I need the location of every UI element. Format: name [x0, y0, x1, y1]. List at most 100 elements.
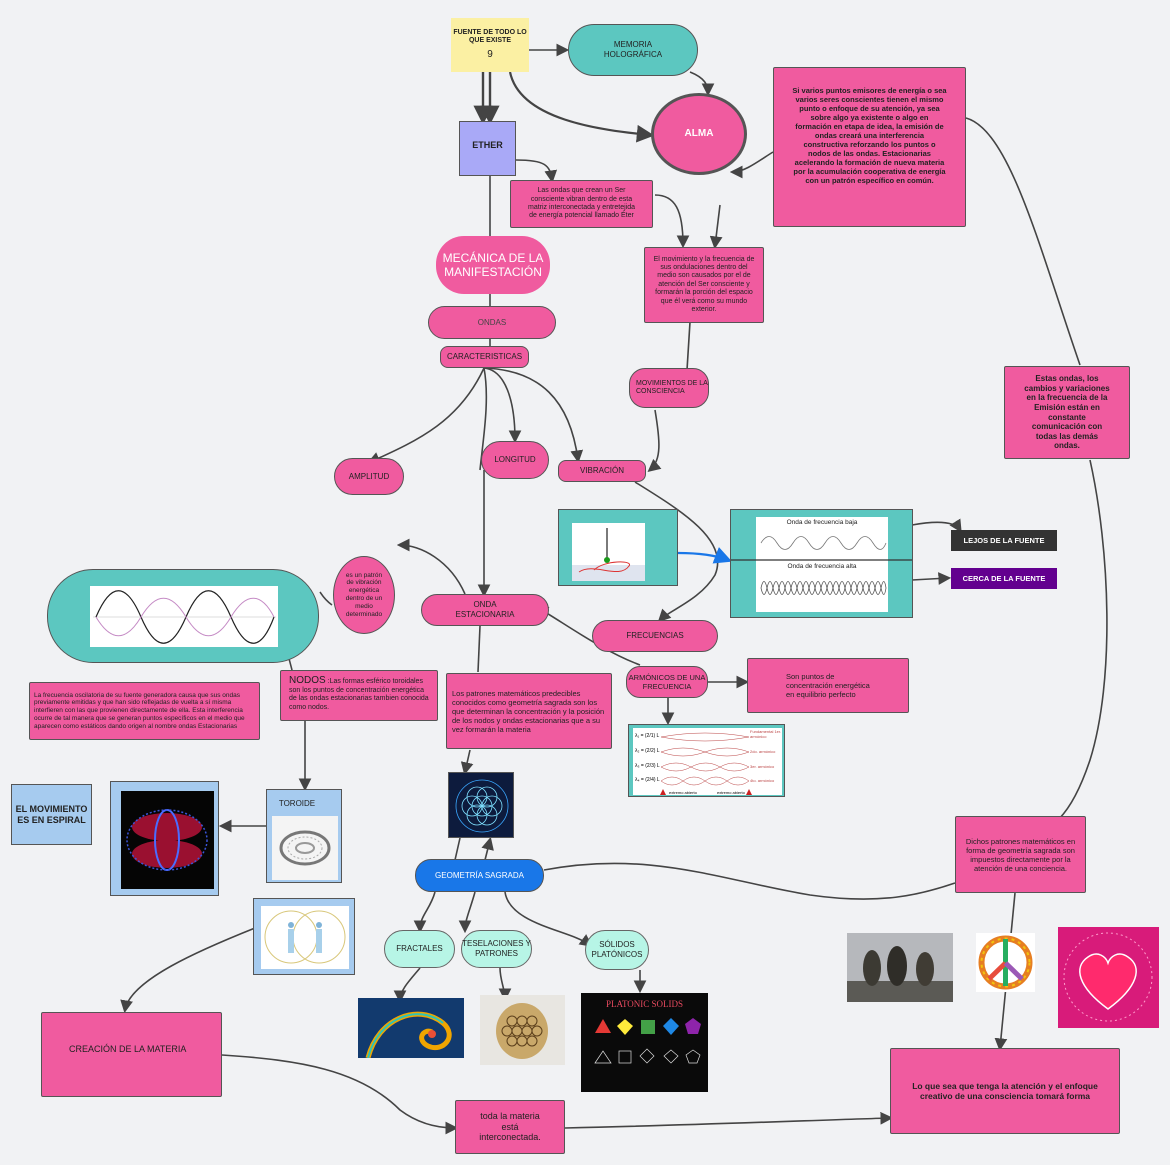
patrones-matematicos-text: Los patrones matemáticos predecibles con…	[452, 688, 605, 734]
varios-puntos-note[interactable]: Si varios puntos emisores de energía o s…	[773, 67, 966, 227]
estas-ondas-note[interactable]: Estas ondas, los cambios y variaciones e…	[1004, 366, 1130, 459]
creacion-label: CREACIÓN DE LA MATERIA	[69, 1044, 187, 1054]
creacion-materia-node[interactable]: CREACIÓN DE LA MATERIA	[41, 1012, 222, 1097]
harmonic-right-2: 2do. armónico	[750, 749, 776, 754]
soldiers-photo	[847, 933, 953, 1002]
harmonic-label-2: λ₂ = (2/2) L	[635, 748, 660, 754]
nodos-text: :Las formas esférico toroidales son los …	[289, 678, 429, 711]
onda-alta-label: Onda de frecuencia alta	[787, 563, 857, 571]
heart-graphic	[1058, 927, 1159, 1028]
movimientos-consciencia-node[interactable]: MOVIMIENTOS DE LA CONSCIENCIA	[629, 368, 709, 408]
geometria-label: GEOMETRÍA SAGRADA	[435, 870, 524, 880]
fractales-label: FRACTALES	[396, 944, 443, 954]
peace-icon	[976, 933, 1035, 992]
teselaciones-node[interactable]: TESELACIONES Y PATRONES	[461, 930, 532, 968]
frecuencias-node[interactable]: FRECUENCIAS	[592, 620, 718, 652]
lejos-fuente-button[interactable]: LEJOS DE LA FUENTE	[951, 530, 1057, 551]
lo-que-sea-text: Lo que sea que tenga la atención y el en…	[912, 1080, 1098, 1101]
ondas-label: ONDAS	[477, 317, 507, 327]
honeycomb-image	[480, 995, 565, 1065]
caracteristicas-label: CARACTERISTICAS	[446, 352, 523, 362]
flower-of-life-graphic	[455, 779, 509, 833]
soldiers-graphic	[847, 933, 953, 1002]
memoria-label: MEMORIA HOLOGRÁFICA	[603, 40, 663, 59]
movimiento-frecuencia-text: El movimiento y la frecuencia de sus ond…	[653, 255, 755, 313]
ondas-ser-note[interactable]: Las ondas que crean un Ser consciente vi…	[510, 180, 653, 228]
peace-symbol-graphic	[978, 935, 1033, 990]
frequency-waves-panel: Onda de frecuencia baja Onda de frecuenc…	[730, 509, 913, 618]
harmonic-label-3: λ₃ = (2/3) L	[635, 763, 660, 769]
fuente-node[interactable]: FUENTE DE TODO LO QUE EXISTE 9	[451, 18, 529, 72]
onda-estacionaria-node[interactable]: ONDA ESTACIONARIA	[421, 594, 549, 626]
harmonic-label-1: λ₁ = (2/1) L	[635, 733, 660, 739]
amplitud-node[interactable]: AMPLITUD	[334, 458, 404, 495]
alma-node[interactable]: ALMA	[651, 93, 747, 175]
armonicos-node[interactable]: ARMÓNICOS DE UNA FRECUENCIA	[626, 666, 708, 698]
movimiento-espiral-node[interactable]: EL MOVIMIENTO ES EN ESPIRAL	[11, 784, 92, 845]
patron-vibracion-node[interactable]: es un patrón de vibración energética den…	[333, 556, 395, 634]
harmonic-bottom-left: extremo abierto	[669, 790, 697, 795]
nodos-title: NODOS	[289, 675, 326, 686]
pendulum-image	[558, 509, 678, 586]
interconectada-text: toda la materia está interconectada.	[479, 1110, 541, 1143]
patrones-matematicos-note[interactable]: Los patrones matemáticos predecibles con…	[446, 673, 612, 749]
torus-field-image	[110, 781, 219, 896]
harmonic-bottom-right: extremo abierto	[717, 790, 745, 795]
nodos-note[interactable]: NODOS :Las formas esférico toroidales so…	[280, 670, 438, 721]
frecuencia-oscilatoria-note[interactable]: La frecuencia oscilatoria de su fuente g…	[29, 682, 260, 740]
movimientos-consciencia-label: MOVIMIENTOS DE LA CONSCIENCIA	[636, 379, 708, 395]
harmonic-right-3: 3er. armónico	[750, 764, 775, 769]
onda-baja-label: Onda de frecuencia baja	[786, 519, 858, 527]
longitud-label: LONGITUD	[494, 455, 536, 465]
harmonics-image: λ₁ = (2/1) L λ₂ = (2/2) L λ₃ = (2/3) L λ…	[628, 724, 785, 797]
geometria-sagrada-node[interactable]: GEOMETRÍA SAGRADA	[415, 859, 544, 892]
harmonic-label-4: λ₄ = (2/4) L	[635, 777, 660, 783]
platonic-solids-image: PLATONIC SOLIDS	[581, 993, 708, 1092]
longitud-node[interactable]: LONGITUD	[481, 441, 549, 479]
harmonics-graphic	[660, 732, 752, 795]
torus-field-graphic	[121, 791, 214, 889]
interconectada-note[interactable]: toda la materia está interconectada.	[455, 1100, 565, 1154]
lo-que-sea-note[interactable]: Lo que sea que tenga la atención y el en…	[890, 1048, 1120, 1134]
torus-body-image	[253, 898, 355, 975]
varios-puntos-text: Si varios puntos emisores de energía o s…	[792, 86, 947, 185]
standing-wave-graphic	[93, 590, 276, 644]
puntos-equilibrio-text: Son puntos de concentración energética e…	[786, 672, 870, 699]
movimiento-frecuencia-note[interactable]: El movimiento y la frecuencia de sus ond…	[644, 247, 764, 323]
movimiento-espiral-label: EL MOVIMIENTO ES EN ESPIRAL	[15, 803, 88, 825]
fuente-title: FUENTE DE TODO LO QUE EXISTE	[453, 28, 527, 44]
mecanica-label: MECÁNICA DE LA MANIFESTACIÓN	[442, 250, 544, 279]
armonicos-label: ARMÓNICOS DE UNA FRECUENCIA	[628, 673, 706, 691]
fractal-graphic	[358, 998, 464, 1058]
pendulum-graphic	[572, 523, 645, 581]
onda-estacionaria-label: ONDA ESTACIONARIA	[455, 600, 515, 619]
puntos-equilibrio-note[interactable]: Son puntos de concentración energética e…	[747, 658, 909, 713]
fuente-number: 9	[487, 49, 493, 61]
cerca-fuente-button[interactable]: CERCA DE LA FUENTE	[951, 568, 1057, 589]
amplitud-label: AMPLITUD	[348, 471, 390, 481]
ondas-ser-text: Las ondas que crean un Ser consciente vi…	[528, 187, 635, 220]
dichos-patrones-note[interactable]: Dichos patrones matemáticos en forma de …	[955, 816, 1086, 893]
fractales-node[interactable]: FRACTALES	[384, 930, 455, 968]
alma-label: ALMA	[684, 128, 714, 139]
lejos-label: LEJOS DE LA FUENTE	[963, 536, 1045, 545]
ether-node[interactable]: ETHER	[459, 121, 516, 176]
mecanica-node[interactable]: MECÁNICA DE LA MANIFESTACIÓN	[436, 236, 550, 294]
memoria-holografica-node[interactable]: MEMORIA HOLOGRÁFICA	[568, 24, 698, 76]
toroide-node[interactable]: TOROIDE	[266, 789, 342, 883]
frecuencias-label: FRECUENCIAS	[626, 631, 684, 641]
ondas-node[interactable]: ONDAS	[428, 306, 556, 339]
solidos-label: SÓLIDOS PLATÓNICOS	[591, 940, 643, 959]
teselaciones-label: TESELACIONES Y PATRONES	[462, 939, 531, 958]
caracteristicas-node[interactable]: CARACTERISTICAS	[440, 346, 529, 368]
flower-of-life-image	[448, 772, 514, 838]
vibracion-node[interactable]: VIBRACIÓN	[558, 460, 646, 482]
solidos-node[interactable]: SÓLIDOS PLATÓNICOS	[585, 930, 649, 970]
frequency-wave-graphic	[731, 536, 912, 595]
estas-ondas-text: Estas ondas, los cambios y variaciones e…	[1024, 374, 1110, 451]
honeycomb-graphic	[496, 1003, 548, 1059]
torus-body-graphic	[261, 906, 349, 969]
harmonic-right-1: Fundamental 1er. armónico	[750, 729, 782, 739]
fractal-image	[358, 998, 464, 1058]
cerca-label: CERCA DE LA FUENTE	[962, 574, 1046, 583]
